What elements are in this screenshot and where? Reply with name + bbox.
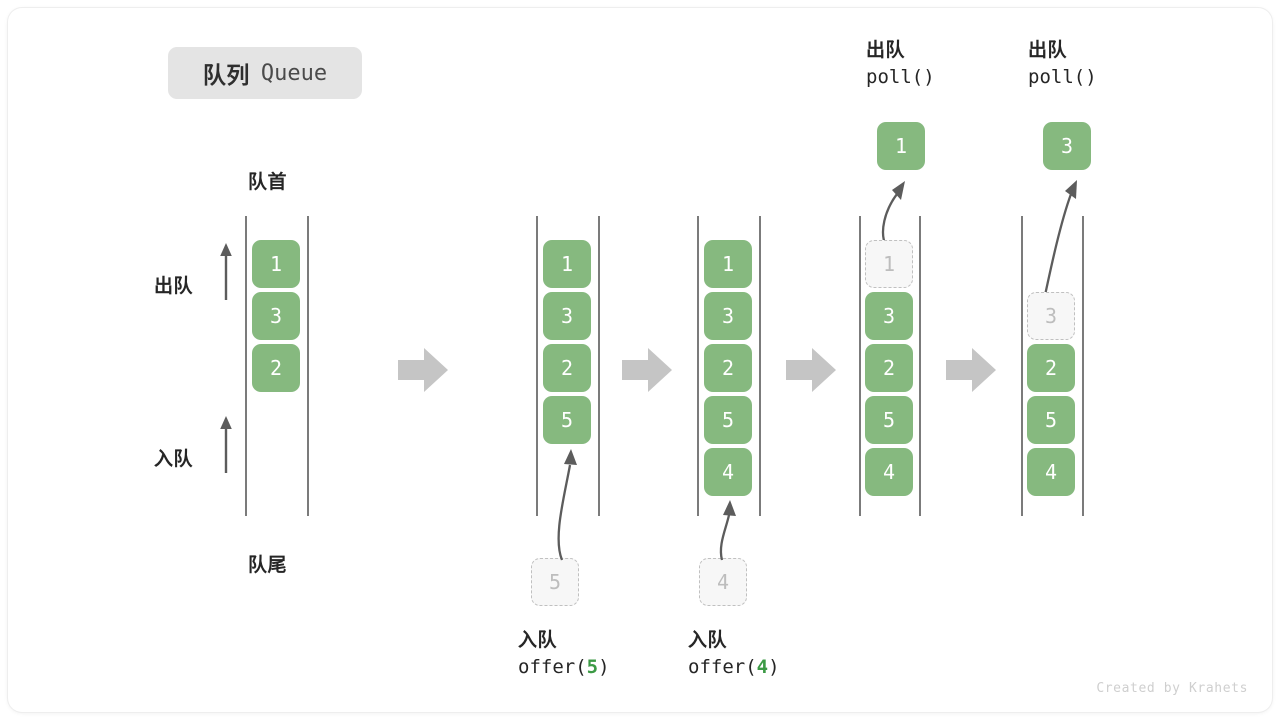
caption-poll-1: 出队 poll() <box>866 38 935 90</box>
queue-cell: 5 <box>543 396 591 444</box>
queue-rail-left-2 <box>536 216 538 516</box>
caption-poll-1-code: poll() <box>866 64 935 90</box>
caption-poll-3: 出队 poll() <box>1028 38 1097 90</box>
caption-poll-1-open: ( <box>911 66 924 89</box>
caption-poll-1-fn: poll <box>866 66 912 89</box>
queue-cell: 5 <box>865 396 913 444</box>
queue-cell: 2 <box>252 344 300 392</box>
caption-poll-3-code: poll() <box>1028 64 1097 90</box>
queue-cell: 2 <box>543 344 591 392</box>
caption-offer-4-close: ) <box>768 656 780 679</box>
queue-rail-left-1 <box>245 216 247 516</box>
queue-cell: 4 <box>1027 448 1075 496</box>
poll-result-cell-1: 1 <box>877 122 925 170</box>
caption-offer-5: 入队 offer(5) <box>518 628 610 680</box>
queue-cell: 2 <box>704 344 752 392</box>
caption-poll-1-cn: 出队 <box>866 40 906 61</box>
input-ghost-cell-5: 5 <box>531 558 579 606</box>
poll-result-cell-3: 3 <box>1043 122 1091 170</box>
queue-cell: 5 <box>704 396 752 444</box>
queue-cell: 2 <box>865 344 913 392</box>
queue-cell: 3 <box>252 292 300 340</box>
diagram-title-badge: 队列 Queue <box>168 47 362 99</box>
caption-offer-4-arg: 4 <box>756 656 769 679</box>
transition-arrow-icon-3 <box>786 348 836 392</box>
queue-cell: 2 <box>1027 344 1075 392</box>
transition-arrow-icon-4 <box>946 348 996 392</box>
queue-rail-right-5 <box>1082 216 1084 516</box>
title-en: Queue <box>260 60 328 86</box>
queue-cell: 4 <box>704 448 752 496</box>
enqueue-arrow-icon <box>220 416 232 473</box>
enqueue-curve-arrow-1 <box>557 449 577 561</box>
caption-offer-4-cn: 入队 <box>688 630 728 651</box>
queue-rail-left-3 <box>697 216 699 516</box>
credit-text: Created by Krahets <box>1096 681 1248 696</box>
queue-rail-left-4 <box>859 216 861 516</box>
caption-offer-5-code: offer(5) <box>518 654 610 680</box>
transition-arrow-icon-2 <box>622 348 672 392</box>
queue-cell: 3 <box>704 292 752 340</box>
enqueue-curve-arrow-2 <box>719 500 736 561</box>
queue-cell: 5 <box>1027 396 1075 444</box>
queue-cell: 4 <box>865 448 913 496</box>
caption-poll-3-cn: 出队 <box>1028 40 1068 61</box>
queue-cell: 1 <box>865 240 913 288</box>
caption-offer-5-cn: 入队 <box>518 630 558 651</box>
queue-rail-right-1 <box>307 216 309 516</box>
label-enqueue: 入队 <box>154 449 194 470</box>
queue-rail-right-3 <box>759 216 761 516</box>
caption-offer-5-arg: 5 <box>586 656 599 679</box>
title-cn: 队列 <box>202 62 250 88</box>
dequeue-curve-arrow-2 <box>1042 180 1077 301</box>
transition-arrow-icon-1 <box>398 348 448 392</box>
input-ghost-cell-4: 4 <box>699 558 747 606</box>
caption-offer-4-open: ( <box>745 656 757 679</box>
queue-cell: 1 <box>704 240 752 288</box>
caption-poll-3-close: ) <box>1085 66 1097 89</box>
queue-cell: 1 <box>543 240 591 288</box>
caption-poll-1-close: ) <box>923 66 935 89</box>
dequeue-curve-arrow-1 <box>881 181 905 247</box>
queue-cell: 1 <box>252 240 300 288</box>
dequeue-arrow-icon <box>220 243 232 300</box>
queue-cell: 3 <box>543 292 591 340</box>
caption-offer-4: 入队 offer(4) <box>688 628 780 680</box>
queue-rail-right-4 <box>919 216 921 516</box>
caption-offer-5-open: ( <box>575 656 587 679</box>
caption-offer-4-code: offer(4) <box>688 654 780 680</box>
label-queue-front: 队首 <box>248 172 288 193</box>
queue-cell: 3 <box>865 292 913 340</box>
label-dequeue: 出队 <box>154 276 194 297</box>
queue-cell <box>1027 240 1075 288</box>
caption-offer-5-close: ) <box>598 656 610 679</box>
queue-rail-left-5 <box>1021 216 1023 516</box>
caption-poll-3-fn: poll <box>1028 66 1074 89</box>
caption-poll-3-open: ( <box>1073 66 1086 89</box>
queue-rail-right-2 <box>598 216 600 516</box>
caption-offer-5-fn: offer <box>518 656 576 679</box>
label-queue-rear: 队尾 <box>248 555 288 576</box>
queue-cell: 3 <box>1027 292 1075 340</box>
caption-offer-4-fn: offer <box>688 656 746 679</box>
